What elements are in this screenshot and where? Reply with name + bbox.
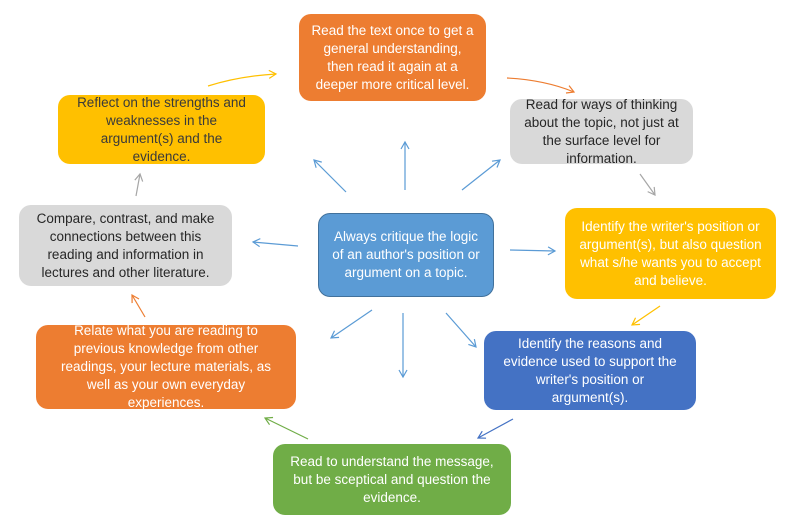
arrow-top-to-top-right xyxy=(506,77,576,94)
arrow-bottom-to-bottom-left xyxy=(263,416,309,440)
box-bottom-left-text: Relate what you are reading to previous … xyxy=(60,323,272,410)
arrow-top-right-to-right xyxy=(639,173,656,196)
arrow-center-to-bottom-left xyxy=(330,309,373,339)
arrow-center-to-right xyxy=(509,246,557,256)
arrow-center-to-bottom-right xyxy=(445,312,477,348)
box-top: Read the text once to get a general unde… xyxy=(299,14,486,101)
box-bottom-right: Identify the reasons and evidence used t… xyxy=(484,331,696,410)
arrow-top-left-to-top xyxy=(207,69,278,87)
arrow-right-to-bottom-right xyxy=(630,305,661,326)
box-left: Compare, contrast, and make connections … xyxy=(19,205,232,286)
box-top-right-text: Read for ways of thinking about the topi… xyxy=(524,96,679,166)
box-bottom-right-text: Identify the reasons and evidence used t… xyxy=(503,335,677,405)
arrow-center-to-left xyxy=(251,238,299,248)
center-text: Always critique the logic of an author's… xyxy=(332,229,480,280)
box-top-left-text: Reflect on the strengths and weaknesses … xyxy=(77,94,246,164)
box-right: Identify the writer's position or argume… xyxy=(565,208,776,299)
box-bottom-left: Relate what you are reading to previous … xyxy=(36,323,296,410)
arrow-bottom-right-to-bottom xyxy=(476,418,514,439)
radial-arrows xyxy=(251,140,557,379)
arrow-left-to-top-left xyxy=(134,172,144,197)
arrow-center-to-top-right xyxy=(461,159,501,191)
box-top-text: Read the text once to get a general unde… xyxy=(311,22,474,92)
cycle-arrows xyxy=(131,69,661,440)
box-right-text: Identify the writer's position or argume… xyxy=(579,218,762,288)
box-left-text: Compare, contrast, and make connections … xyxy=(36,210,215,280)
box-top-left: Reflect on the strengths and weaknesses … xyxy=(58,95,265,164)
center-box: Always critique the logic of an author's… xyxy=(318,213,494,297)
box-bottom: Read to understand the message, but be s… xyxy=(273,444,511,515)
arrow-center-to-top-left xyxy=(313,159,347,193)
box-bottom-text: Read to understand the message, but be s… xyxy=(290,453,494,505)
arrow-bottom-left-to-left xyxy=(131,293,146,318)
box-top-right: Read for ways of thinking about the topi… xyxy=(510,97,693,166)
